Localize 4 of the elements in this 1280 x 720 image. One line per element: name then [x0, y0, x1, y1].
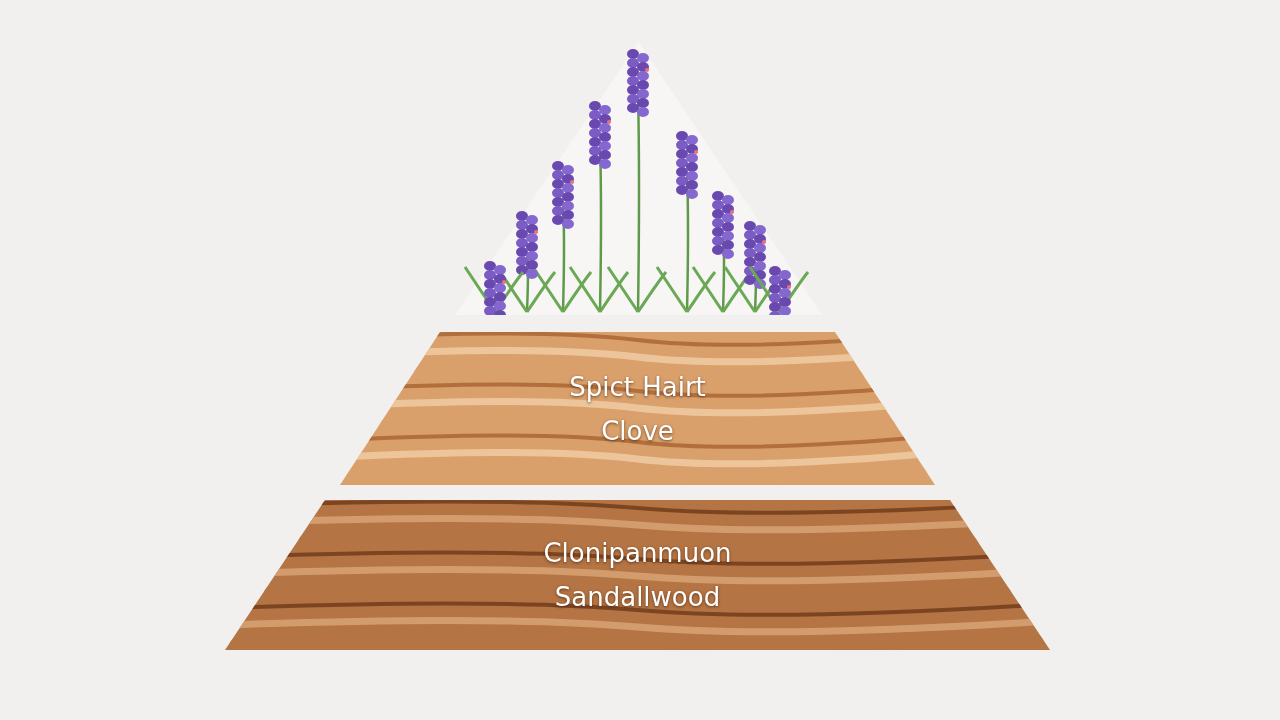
tier-label: Sandallwood: [554, 581, 721, 614]
tier-label: Clonipanmuon: [543, 537, 732, 570]
tier-label: Clove: [601, 414, 674, 448]
tier-label: Spict Hairt: [569, 370, 706, 404]
